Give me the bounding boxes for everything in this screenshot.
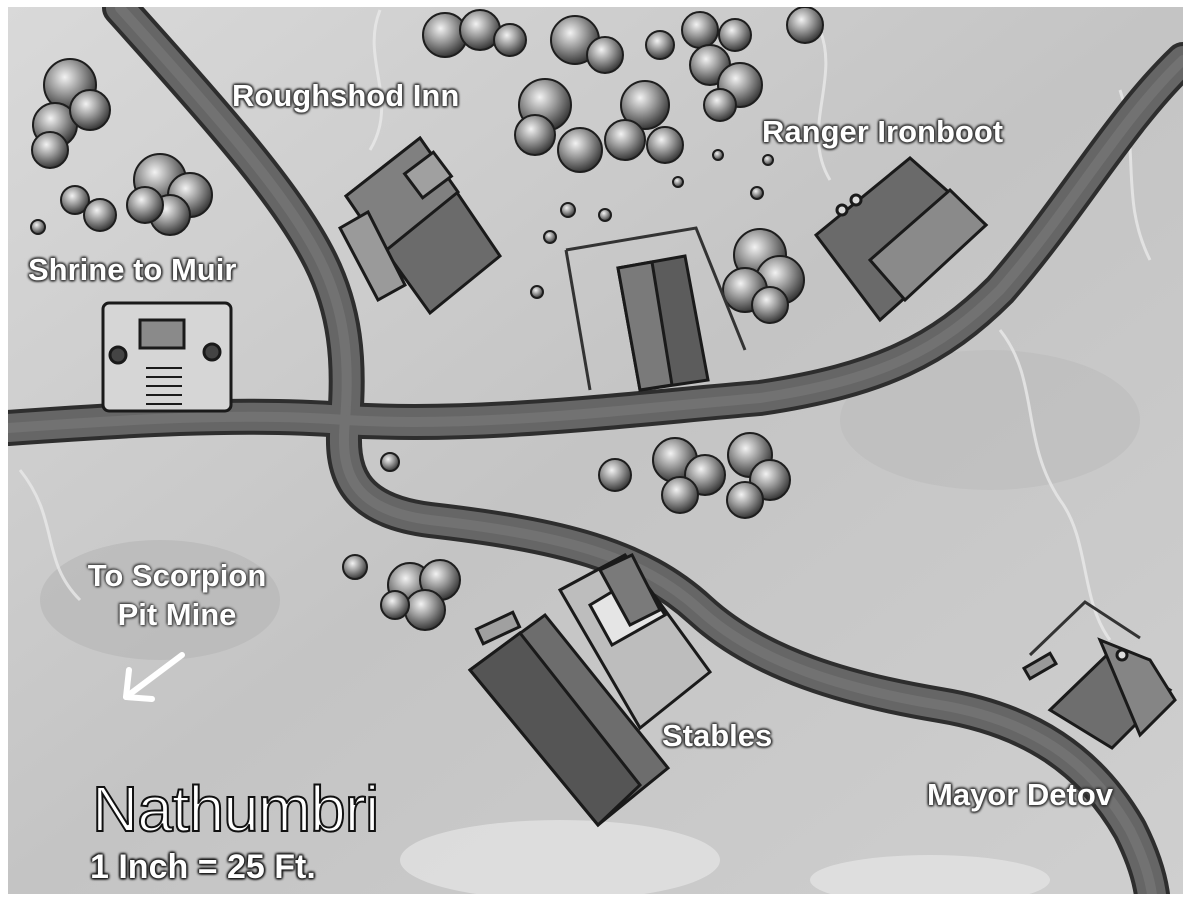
label-roughshod-inn: Roughshod Inn: [232, 78, 460, 113]
label-mayor-detov: Mayor Detov: [927, 777, 1114, 812]
label-to-scorpion-line1: To Scorpion: [87, 558, 267, 593]
label-shrine-to-muir: Shrine to Muir: [28, 252, 237, 287]
building-mayor-detov: [1021, 600, 1177, 750]
map-scale: 1 Inch = 25 Ft.: [90, 848, 316, 886]
building-roughshod-inn: [337, 135, 503, 316]
label-to-scorpion-line2: Pit Mine: [117, 597, 237, 632]
label-stables: Stables: [662, 718, 773, 753]
building-stables: [467, 553, 713, 828]
building-ranger-ironboot: [813, 156, 989, 323]
arrow-southwest-icon: [123, 652, 185, 702]
label-to-scorpion-pit-mine: To Scorpion Pit Mine: [52, 556, 302, 634]
map-title: Nathumbri: [91, 772, 380, 846]
ground-patches: [40, 350, 1140, 901]
building-shrine-to-muir: [101, 301, 233, 413]
label-ranger-ironboot: Ranger Ironboot: [762, 114, 1004, 149]
trees: [30, 6, 824, 631]
building-center: [564, 226, 747, 392]
